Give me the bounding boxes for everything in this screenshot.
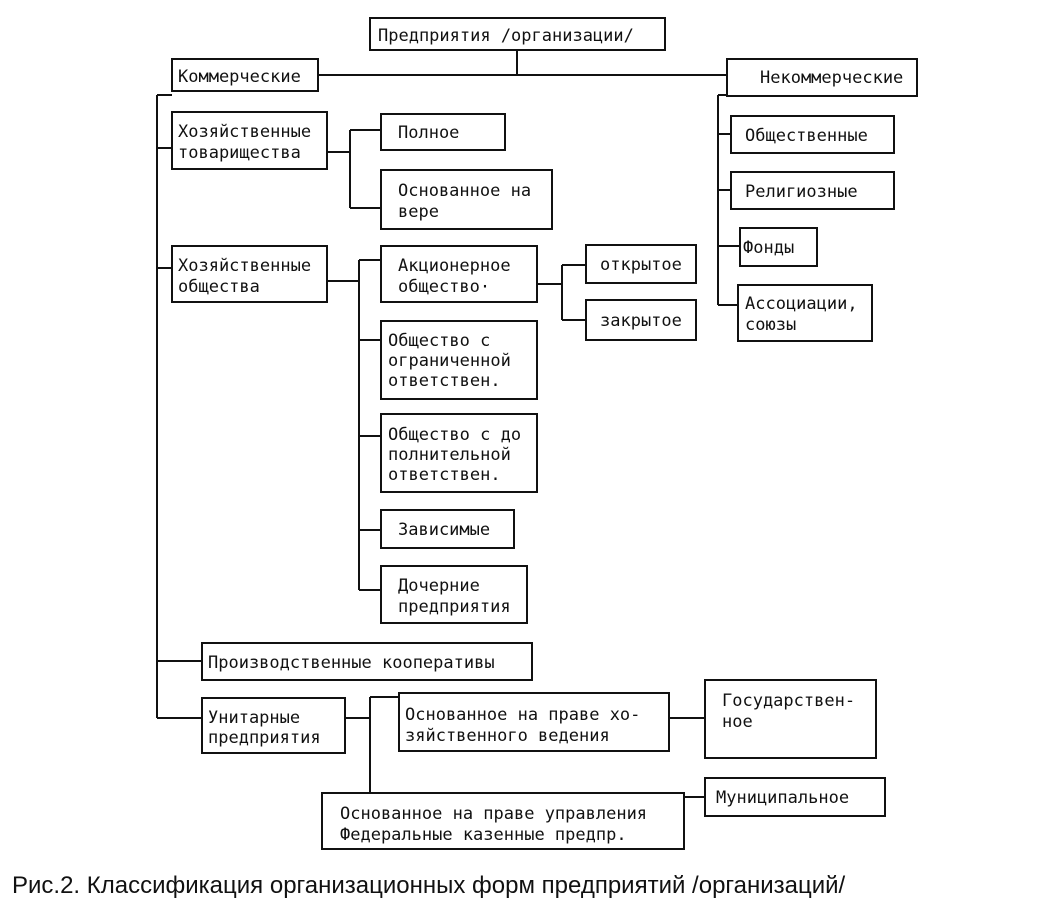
partnerships-label-1: Хозяйственные xyxy=(178,122,311,142)
root-label: Предприятия /организации/ xyxy=(378,26,634,46)
cooperatives-label: Производственные кооперативы xyxy=(208,653,495,673)
public-label: Общественные xyxy=(745,126,868,146)
partnerships-label-2: товарищества xyxy=(178,143,301,163)
node-full-partnership: Полное xyxy=(380,113,506,151)
economic-management-label-2: зяйственного ведения xyxy=(405,726,610,746)
closed-jsc-label: закрытое xyxy=(600,311,682,331)
node-limited-partnership: Основанное на вере xyxy=(380,169,553,230)
alc-label-3: ответствен. xyxy=(388,465,501,485)
noncommercial-label: Некоммерческие xyxy=(760,68,903,88)
node-companies: Хозяйственные общества xyxy=(171,245,328,303)
node-subsidiary: Дочерние предприятия xyxy=(380,565,528,624)
node-unitary: Унитарные предприятия xyxy=(201,697,346,754)
unitary-label-1: Унитарные xyxy=(208,708,300,728)
node-llc: Общество с ограниченной ответствен. xyxy=(380,320,538,400)
municipal-label: Муниципальное xyxy=(716,788,849,808)
node-state: Государствен- ное xyxy=(704,679,877,759)
commercial-label: Коммерческие xyxy=(178,67,301,87)
node-noncommercial: Некоммерческие xyxy=(726,58,918,97)
associations-label-1: Ассоциации, xyxy=(745,294,858,314)
llc-label-3: ответствен. xyxy=(388,371,501,391)
node-root: Предприятия /организации/ xyxy=(369,17,666,51)
jsc-label-2: общество· xyxy=(398,277,490,297)
companies-label-1: Хозяйственные xyxy=(178,256,311,276)
full-partnership-label: Полное xyxy=(398,123,459,143)
node-operational-management: Основанное на праве управления Федеральн… xyxy=(321,792,685,850)
connectors xyxy=(156,50,740,798)
node-commercial: Коммерческие xyxy=(171,58,319,92)
llc-label-1: Общество с xyxy=(388,331,490,351)
companies-label-2: общества xyxy=(178,277,260,297)
unitary-label-2: предприятия xyxy=(208,728,321,748)
limited-partnership-label-1: Основанное на xyxy=(398,181,531,201)
node-partnerships: Хозяйственные товарищества xyxy=(171,111,328,170)
node-religious: Религиозные xyxy=(730,171,895,210)
state-label-2: ное xyxy=(722,712,753,732)
subsidiary-label-2: предприятия xyxy=(398,597,511,617)
alc-label-2: полнительной xyxy=(388,445,511,465)
religious-label: Религиозные xyxy=(745,182,858,202)
associations-label-2: союзы xyxy=(745,315,796,335)
llc-label-2: ограниченной xyxy=(388,351,511,371)
node-jsc: Акционерное общество· xyxy=(380,245,538,303)
node-closed-jsc: закрытое xyxy=(585,299,697,341)
limited-partnership-label-2: вере xyxy=(398,202,439,222)
node-open-jsc: открытое xyxy=(585,244,697,284)
open-jsc-label: открытое xyxy=(600,255,682,275)
node-funds: Фонды xyxy=(739,227,818,267)
economic-management-label-1: Основанное на праве хо- xyxy=(405,705,640,725)
alc-label-1: Общество с до xyxy=(388,425,521,445)
state-label-1: Государствен- xyxy=(722,691,855,711)
funds-label: Фонды xyxy=(743,238,794,258)
node-cooperatives: Производственные кооперативы xyxy=(201,642,533,681)
node-dependent: Зависимые xyxy=(380,509,515,549)
node-associations: Ассоциации, союзы xyxy=(737,284,873,342)
operational-management-label-1: Основанное на праве управления xyxy=(340,804,647,824)
figure-caption: Рис.2. Классификация организационных фор… xyxy=(12,872,846,899)
dependent-label: Зависимые xyxy=(398,520,490,540)
jsc-label-1: Акционерное xyxy=(398,256,511,276)
node-municipal: Муниципальное xyxy=(704,777,886,817)
node-public: Общественные xyxy=(730,115,895,154)
operational-management-label-2: Федеральные казенные предпр. xyxy=(340,825,627,845)
node-economic-management: Основанное на праве хо- зяйственного вед… xyxy=(398,692,670,752)
node-alc: Общество с до полнительной ответствен. xyxy=(380,413,538,493)
subsidiary-label-1: Дочерние xyxy=(398,576,480,596)
